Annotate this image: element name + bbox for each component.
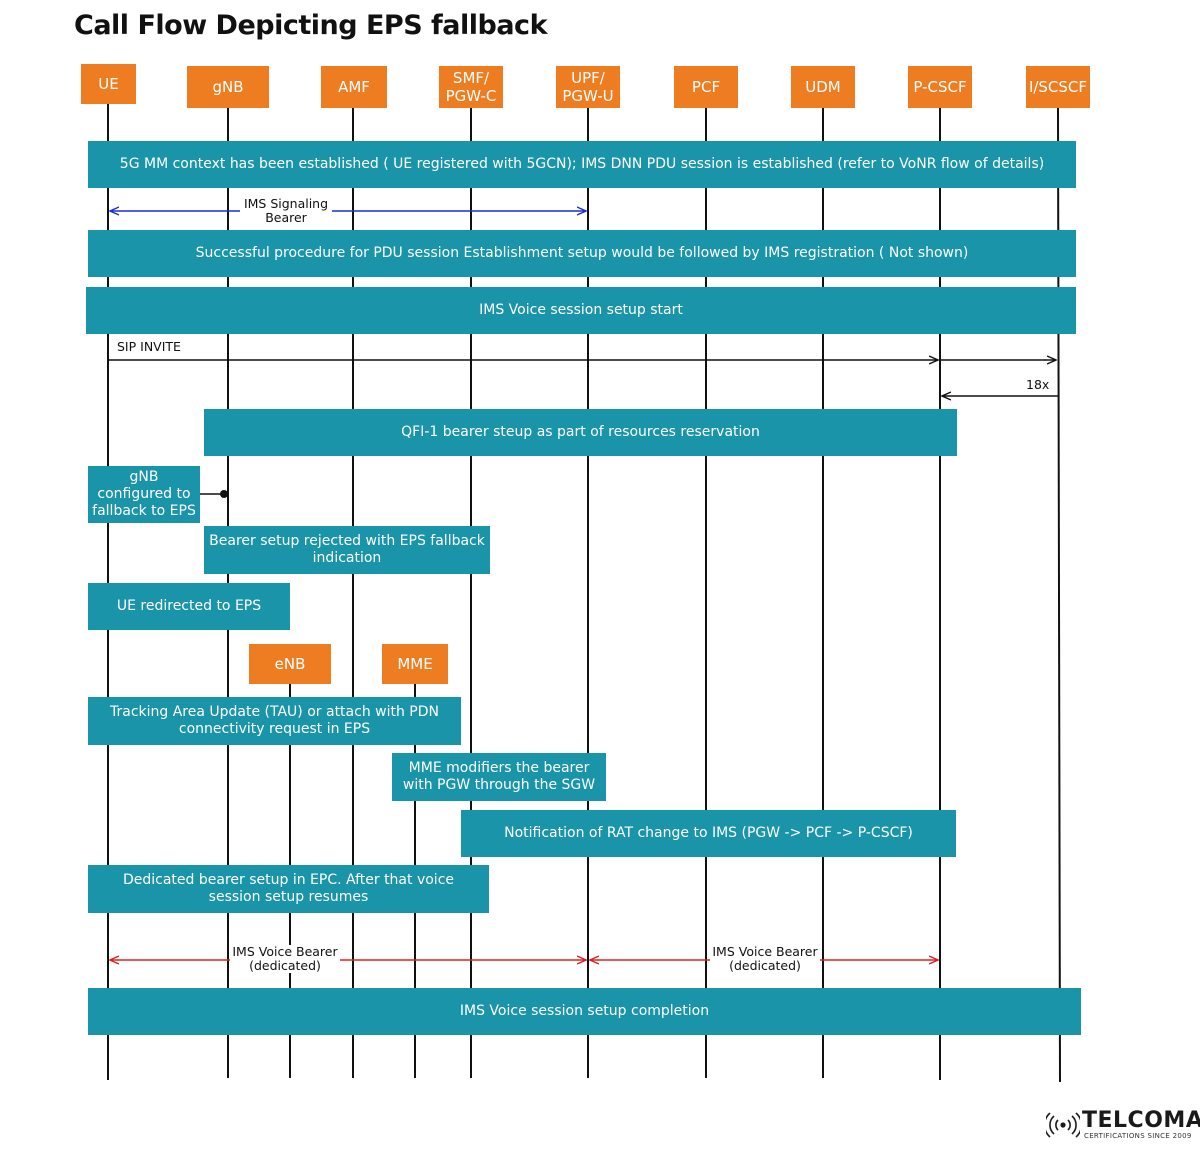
diagram-title: Call Flow Depicting EPS fallback	[74, 10, 548, 41]
step-pdu-success: Successful procedure for PDU session Est…	[88, 230, 1076, 277]
entity-pcscf: P-CSCF	[908, 66, 972, 108]
entity-mme: MME	[382, 644, 448, 684]
entity-pcf: PCF	[674, 66, 738, 108]
step-voice-start: IMS Voice session setup start	[86, 287, 1076, 334]
entity-udm: UDM	[791, 66, 855, 108]
entity-gnb: gNB	[187, 66, 269, 108]
step-ue-redirected: UE redirected to EPS	[88, 583, 290, 630]
step-tau: Tracking Area Update (TAU) or attach wit…	[88, 697, 461, 745]
signal-waves-icon	[1046, 1112, 1080, 1138]
response-18x-label: 18x	[1026, 377, 1050, 392]
entity-iscscf: I/SCSCF	[1026, 66, 1090, 108]
ims-signaling-label: IMS Signaling Bearer	[240, 197, 332, 225]
telcoma-logo: TELCOMA CERTIFICATIONS SINCE 2009	[1046, 1108, 1200, 1142]
step-dedicated-setup: Dedicated bearer setup in EPC. After tha…	[88, 865, 489, 913]
step-gnb-configured: gNB configured to fallback to EPS	[88, 466, 200, 523]
entity-enb: eNB	[249, 644, 331, 684]
sip-invite-label: SIP INVITE	[117, 339, 181, 354]
entity-amf: AMF	[321, 66, 387, 108]
entity-ue: UE	[81, 64, 136, 104]
step-voice-complete: IMS Voice session setup completion	[88, 988, 1081, 1035]
step-bearer-rejected: Bearer setup rejected with EPS fallback …	[204, 526, 490, 574]
logo-tagline: CERTIFICATIONS SINCE 2009	[1084, 1132, 1192, 1140]
gnb-config-dot	[220, 490, 228, 498]
entity-upf-pgwu: UPF/ PGW-U	[556, 66, 620, 108]
step-mm-context: 5G MM context has been established ( UE …	[88, 141, 1076, 188]
voice-bearer-label-2: IMS Voice Bearer (dedicated)	[710, 945, 820, 973]
voice-bearer-label-1: IMS Voice Bearer (dedicated)	[230, 945, 340, 973]
step-rat-change: Notification of RAT change to IMS (PGW -…	[461, 810, 956, 857]
entity-smf-pgwc: SMF/ PGW-C	[439, 66, 503, 108]
step-mme-modifies: MME modifiers the bearer with PGW throug…	[392, 753, 606, 801]
logo-name: TELCOMA	[1082, 1108, 1200, 1133]
step-qfi-setup: QFI-1 bearer steup as part of resources …	[204, 409, 957, 456]
